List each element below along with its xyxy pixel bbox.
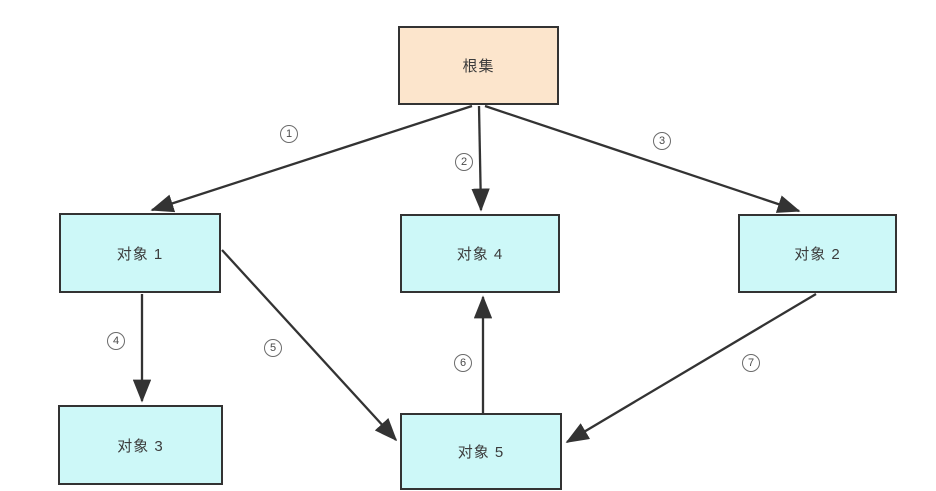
edge-label-5: 5 [264, 339, 282, 357]
node-object-2: 对象 2 [738, 214, 897, 293]
node-object-4: 对象 4 [400, 214, 560, 293]
edge-label-1: 1 [280, 125, 298, 143]
node-object-1: 对象 1 [59, 213, 221, 293]
node-object-5-label: 对象 5 [457, 444, 505, 461]
node-object-3-label: 对象 3 [117, 437, 164, 455]
edge-label-3: 3 [653, 132, 671, 150]
arrow-root-to-object2 [484, 104, 801, 213]
node-object-4-label: 对象 4 [456, 246, 504, 263]
node-object-5: 对象 5 [400, 413, 562, 490]
node-root-set-label: 根集 [462, 58, 495, 75]
edge-label-7: 7 [742, 354, 760, 372]
node-object-3: 对象 3 [58, 405, 223, 485]
node-object-2-label: 对象 2 [794, 246, 841, 263]
edge-label-4: 4 [107, 332, 125, 350]
edge-label-6: 6 [454, 354, 472, 372]
arrow-object1-to-object5 [221, 249, 398, 442]
arrow-root-to-object1 [150, 104, 473, 213]
node-object-1-label: 对象 1 [116, 245, 164, 263]
arrow-object2-to-object5 [565, 293, 817, 443]
node-root-set: 根集 [398, 26, 559, 105]
edge-label-2: 2 [455, 153, 473, 171]
arrow-root-to-object4 [471, 105, 490, 212]
